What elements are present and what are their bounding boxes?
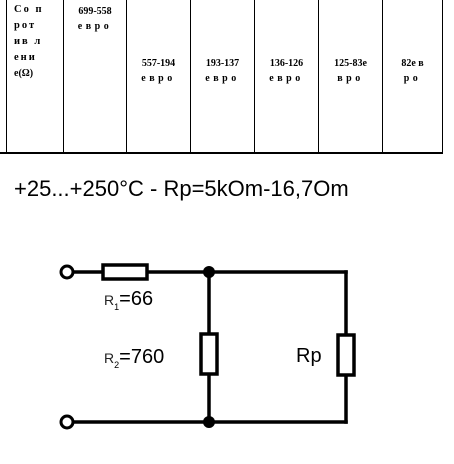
header-line: Со п: [14, 4, 44, 15]
cell-unit: евро: [269, 73, 304, 84]
r1-value: =66: [119, 288, 154, 310]
table-header-resistance: Со п рот ив л ени е(Ω): [14, 2, 62, 82]
table-cell-price-range: 136-126 евро: [255, 56, 318, 86]
table-divider-6: [382, 0, 383, 153]
cell-range: 699-558: [78, 6, 112, 17]
cell-unit: евро: [205, 73, 240, 84]
cell-range: 125-83е: [334, 58, 367, 69]
cell-range: 193-137: [205, 58, 240, 69]
table-cell-price-range: 125-83е вро: [319, 56, 382, 86]
cell-unit: евро: [141, 73, 176, 84]
junction-top: [203, 266, 215, 278]
cell-unit: вро: [337, 73, 364, 84]
table-divider-4: [254, 0, 255, 153]
cell-range: 136-126: [269, 58, 304, 69]
resistor-r2: [199, 332, 219, 376]
terminal-top: [59, 264, 75, 280]
table-divider-1: [63, 0, 64, 153]
resistor-r1: [101, 263, 149, 281]
r2-value: =760: [119, 346, 165, 368]
table-divider-3: [190, 0, 191, 153]
table-border-bottom: [0, 152, 443, 154]
table-divider-5: [318, 0, 319, 153]
cell-range: 557-194: [141, 58, 176, 69]
r2-subscript: 2: [114, 360, 120, 370]
table-border-right: [442, 0, 443, 153]
r2-symbol: R: [104, 350, 115, 366]
terminal-bottom: [59, 414, 75, 430]
r1-symbol: R: [104, 292, 115, 308]
cell-range: 82е в: [401, 58, 424, 69]
table-border-left: [6, 0, 7, 153]
resistor-rp: [336, 333, 356, 377]
r2-label: R2=760: [104, 347, 164, 370]
cell-unit: евро: [77, 21, 113, 32]
table-divider-2: [126, 0, 127, 153]
cell-unit: ро: [403, 73, 422, 84]
junction-bottom: [203, 416, 215, 428]
table-cell-price-range: 82е в ро: [383, 56, 442, 86]
resistance-price-table: Со п рот ив л ени е(Ω) 699-558 евро 557-…: [0, 0, 454, 154]
temperature-resistance-formula: +25...+250°C - Rp=5kOm-16,7Om: [14, 176, 349, 201]
r1-label: R1=66: [104, 289, 153, 312]
table-cell-price-range: 193-137 евро: [191, 56, 254, 86]
header-line: е(Ω): [14, 68, 34, 79]
table-cell-price-range: 699-558 евро: [64, 4, 126, 34]
table-cell-price-range: 557-194 евро: [127, 56, 190, 86]
circuit-diagram: [59, 263, 356, 430]
header-line: ив л: [14, 36, 43, 47]
rp-label: Rp: [296, 345, 322, 367]
header-line: ени: [14, 52, 37, 63]
r1-subscript: 1: [114, 302, 120, 312]
header-line: рот: [14, 20, 37, 31]
